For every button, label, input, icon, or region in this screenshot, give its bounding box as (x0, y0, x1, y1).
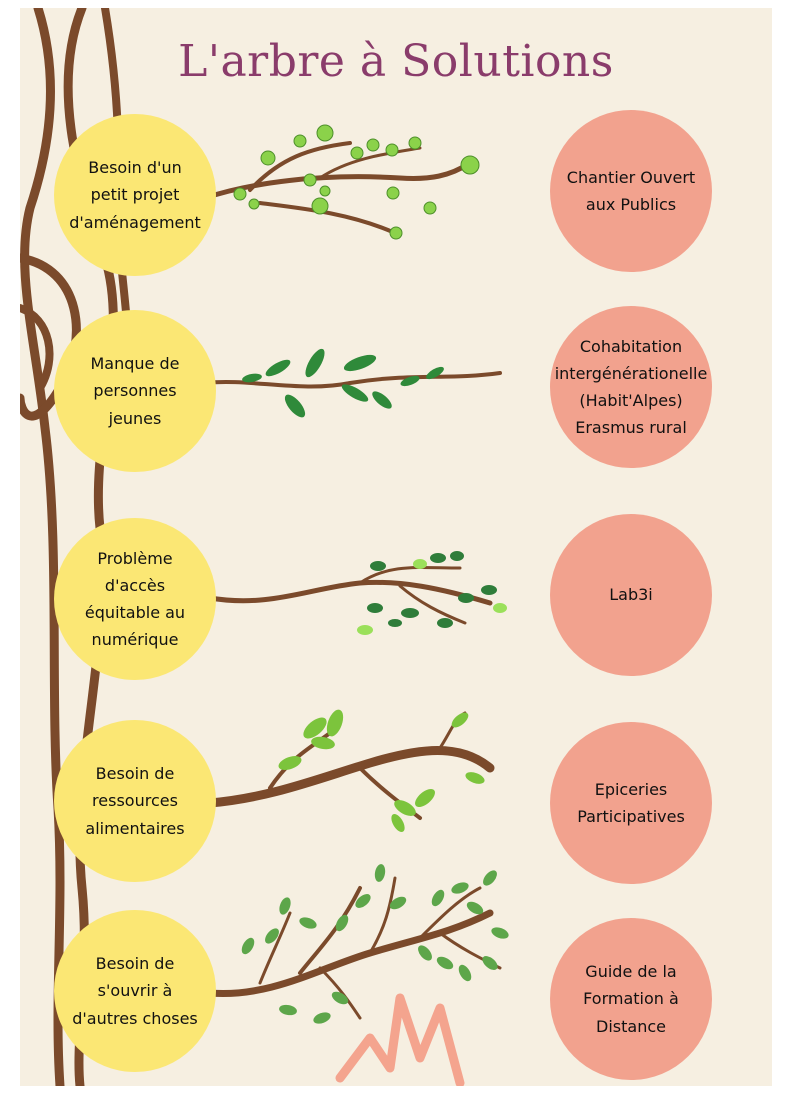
problem-label: Besoin d'un petit projet d'aménagement (69, 158, 201, 232)
branch-big-leaves (205, 709, 495, 833)
problem-circle: Besoin d'un petit projet d'aménagement (54, 114, 216, 276)
problem-label: Besoin de ressources alimentaires (85, 764, 185, 838)
page-title: L'arbre à Solutions (178, 36, 614, 87)
solution-circle: Epiceries Participatives (550, 722, 712, 884)
problem-label: Problème d'accès équitable au numérique (84, 548, 186, 650)
solution-circle: Guide de la Formation à Distance (550, 918, 712, 1080)
solution-circle: Lab3i (550, 514, 712, 676)
problem-circle: Problème d'accès équitable au numérique (54, 518, 216, 680)
problem-circle: Manque de personnes jeunes (54, 310, 216, 472)
solution-label: Lab3i (609, 585, 653, 605)
solution-label: Chantier Ouvert aux Publics (566, 167, 696, 214)
solution-circle: Chantier Ouvert aux Publics (550, 110, 712, 272)
tree-illustration (20, 8, 509, 1086)
branch-slim-leaves (203, 348, 502, 418)
mountain-scribble (335, 993, 465, 1086)
solution-circle: Cohabitation intergénérationelle (Habit'… (550, 306, 712, 468)
branch-mixed-leaves (207, 551, 507, 635)
problem-label: Besoin de s'ouvrir à d'autres choses (72, 954, 198, 1028)
problem-circle: Besoin de s'ouvrir à d'autres choses (54, 910, 216, 1072)
branch-leafy (206, 864, 509, 1024)
solution-label: Epiceries Participatives (577, 779, 685, 826)
problem-label: Manque de personnes jeunes (90, 354, 180, 428)
branch-blossom (202, 124, 480, 240)
problem-circle: Besoin de ressources alimentaires (54, 720, 216, 882)
poster: L'arbre à Solutions Besoin d'un petit pr… (20, 8, 772, 1086)
solution-label: Cohabitation intergénérationelle (Habit'… (554, 336, 708, 438)
solution-label: Guide de la Formation à Distance (583, 962, 679, 1036)
